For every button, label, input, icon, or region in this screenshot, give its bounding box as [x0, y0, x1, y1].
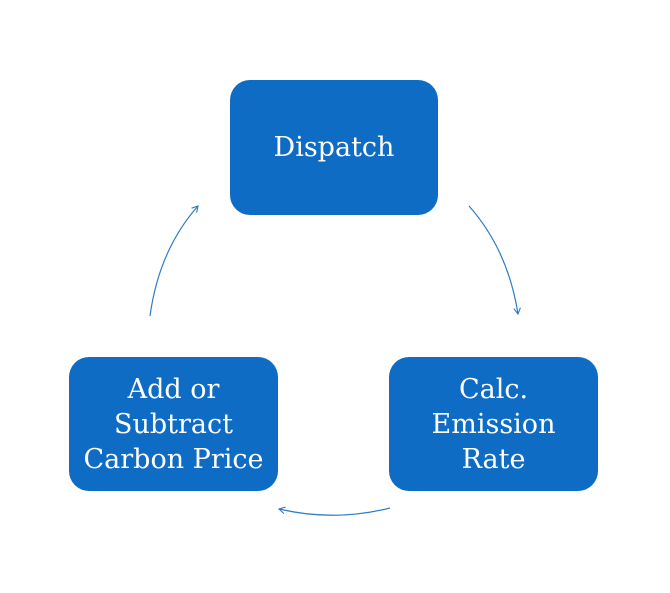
node-add-subtract-carbon-price: Add or Subtract Carbon Price [69, 357, 278, 491]
node-calc-emission-rate: Calc. Emission Rate [389, 357, 598, 491]
arrow-carbon-to-dispatch [149, 205, 199, 317]
node-emission-label-line-1: Calc. [458, 373, 529, 405]
node-dispatch-label: Dispatch [273, 132, 395, 163]
node-emission-label-line-3: Rate [461, 443, 526, 475]
arrow-dispatch-to-emission [468, 205, 521, 316]
node-emission-label-line-2: Emission [431, 408, 556, 440]
node-dispatch: Dispatch [230, 80, 438, 215]
node-carbon-label-line-2: Subtract [114, 408, 233, 440]
node-carbon-label-line-1: Add or [127, 373, 220, 405]
node-carbon-label-line-3: Carbon Price [83, 443, 264, 475]
arrow-emission-to-carbon [277, 506, 391, 516]
